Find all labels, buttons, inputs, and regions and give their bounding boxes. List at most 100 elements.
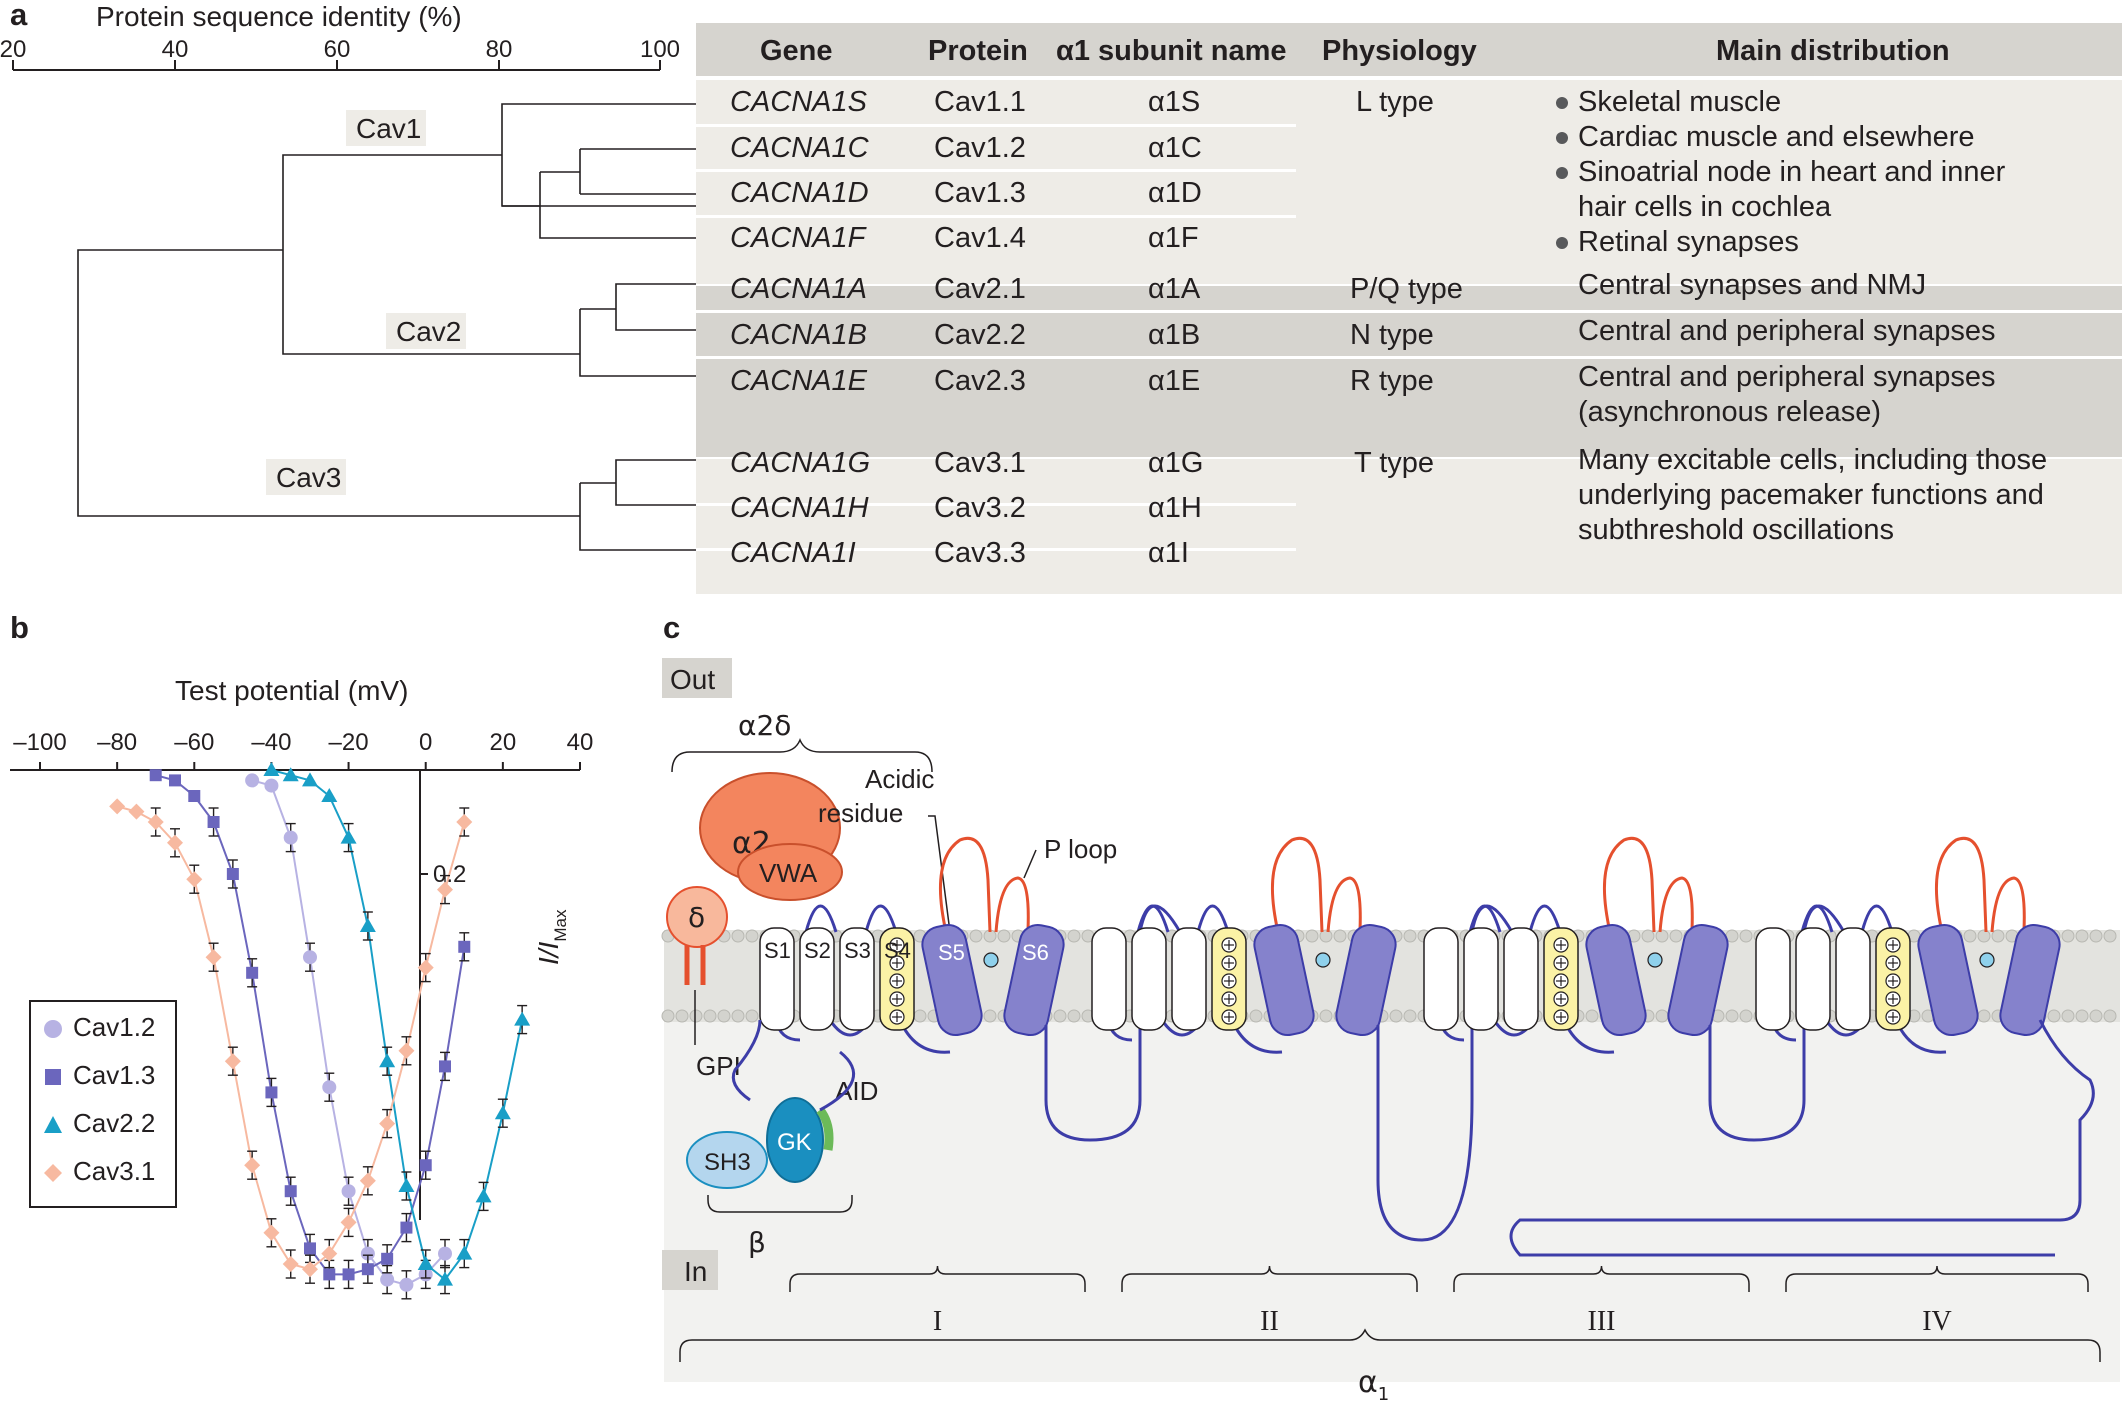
distribution-cav22: Central and peripheral synapses [1578,315,1996,347]
band-cav1 [696,80,2122,284]
domain-label: II [1260,1306,1279,1337]
x-axis-title: Test potential (mV) [175,675,408,706]
distribution-cav23: Central and peripheral synapses (asynchr… [1578,361,1996,428]
segment-s1 [1091,927,1127,1031]
data-point-Cav22 [475,1188,492,1203]
data-point-Cav31 [244,1157,261,1174]
segment-label: S2 [804,938,831,963]
data-point-Cav31 [167,834,183,851]
data-point-Cav12 [245,773,260,788]
tree-branches [77,103,696,551]
acidic-residue [983,952,999,968]
data-point-Cav13 [439,1060,451,1073]
data-point-Cav31 [282,1256,299,1272]
header-physiology: Physiology [1322,35,1477,67]
table-cell-subunit: α1S [1148,86,1201,118]
table-cell-protein: Cav3.3 [934,537,1026,569]
table-cell-subunit: α1B [1148,319,1201,351]
header-distribution: Main distribution [1716,35,1950,67]
domain-label: IV [1922,1306,1952,1337]
table-cell-gene: CACNA1B [730,319,867,351]
data-point-Cav22 [437,1271,453,1286]
legend-item-cav13: Cav1.3 [43,1060,155,1091]
table-cell-protein: Cav3.1 [934,447,1026,479]
data-point-Cav31 [321,1245,338,1262]
data-point-Cav12 [360,1246,375,1261]
segment-s1 [1755,927,1791,1031]
acidic-label-2: residue [818,798,903,828]
data-point-Cav22 [379,1053,396,1068]
panel-label-b: b [10,610,29,645]
data-point-Cav13 [149,769,162,782]
beta-label: β [748,1226,766,1259]
data-point-Cav22 [282,767,299,782]
segment-s6 [1003,923,1065,1037]
table-cell-gene: CACNA1S [730,86,867,118]
vwa-domain [737,843,843,901]
segment-s3 [1503,927,1539,1031]
data-point-Cav22 [263,762,280,776]
header-subunit: α1 subunit name [1056,35,1287,67]
data-point-Cav22 [514,1011,531,1026]
data-point-Cav13 [323,1268,336,1281]
data-point-Cav13 [265,1086,278,1099]
data-point-Cav13 [169,774,181,787]
x-tick-label: 40 [567,729,594,756]
data-point-Cav12 [341,1184,356,1199]
table-cell-protein: Cav1.1 [934,86,1026,118]
in-label: In [684,1256,707,1287]
data-point-Cav12 [438,1246,452,1261]
header-protein: Protein [928,35,1028,67]
tree-tick-label: 20 [0,36,26,63]
table-cell-gene: CACNA1D [730,177,869,209]
segment-s2 [1131,927,1167,1031]
data-point-Cav12 [264,778,279,793]
table-cell-protein: Cav1.3 [934,177,1026,209]
segment-s3 [1835,927,1871,1031]
data-point-Cav22 [456,1245,473,1260]
table-cell-gene: CACNA1A [730,273,867,305]
x-tick-label: –20 [329,729,369,756]
segment-s6 [1667,923,1729,1037]
gk-label: GK [777,1129,812,1156]
gk-domain [766,1097,824,1183]
segment-s2 [799,927,835,1031]
alpha1-label: α1 [1358,1365,1389,1405]
legend-item-cav22: Cav2.2 [43,1108,155,1139]
data-point-Cav31 [302,1261,318,1278]
segment-s1 [1423,927,1459,1031]
tree-axis-title: Protein sequence identity (%) [96,1,462,32]
a2d-bracket [671,738,933,773]
tree-tick-label: 100 [640,36,680,63]
acidic-label-1: Acidic [865,764,934,794]
data-point-Cav12 [283,830,298,845]
alpha1-bracket [679,1328,2101,1362]
x-tick-label: –40 [251,729,291,756]
distribution-cav1: Skeletal muscle Cardiac muscle and elsew… [1556,85,2005,260]
segment-label: S1 [764,938,791,963]
data-point-Cav22 [494,1105,511,1120]
delta-label: δ [688,901,705,934]
table-cell-subunit: α1I [1148,537,1189,569]
segment-s2 [1463,927,1499,1031]
data-point-Cav31 [359,1172,376,1189]
physiology-t-type: T type [1354,447,1435,479]
data-point-Cav22 [302,772,318,787]
physiology-r-type: R type [1350,365,1434,397]
table-cell-subunit: α1F [1148,222,1199,254]
segment-s5 [921,923,983,1037]
data-point-Cav31 [128,803,145,820]
data-point-Cav13 [246,966,259,979]
table-cell-gene: CACNA1F [730,222,866,254]
chart-legend: Cav1.2 Cav1.3 Cav2.2 Cav3.1 [29,1000,177,1208]
acidic-residue [1647,952,1663,968]
x-tick-label: 20 [490,729,517,756]
panel-label-c: c [663,610,681,645]
tree-tick-label: 80 [486,36,513,63]
data-point-Cav12 [380,1272,395,1287]
table-cell-protein: Cav2.2 [934,319,1026,351]
segment-s5 [1917,923,1979,1037]
data-point-Cav13 [207,816,220,828]
